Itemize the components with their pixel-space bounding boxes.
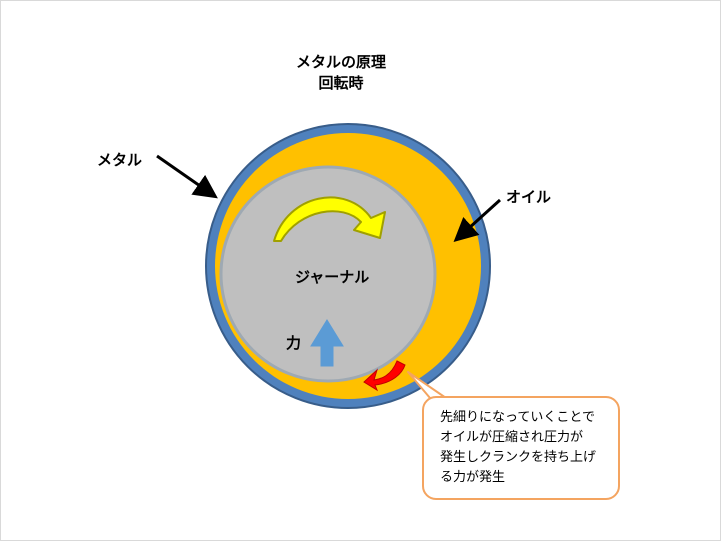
callout-line-1: 先細りになっていくことで xyxy=(440,410,595,425)
explanation-callout: 先細りになっていくことで オイルが圧縮され圧力が 発生しクランクを持ち上げ る力… xyxy=(422,396,620,500)
callout-line-4: る力が発生 xyxy=(440,470,506,485)
force-label: 力 xyxy=(286,334,302,352)
oil-label: オイル xyxy=(506,188,552,206)
title-line-2: 回転時 xyxy=(318,74,364,92)
callout-line-2: オイルが圧縮され圧力が xyxy=(440,430,584,445)
wedge-pressure-arrow-icon xyxy=(363,360,406,392)
rotation-arrow-icon xyxy=(273,196,386,242)
journal-label: ジャーナル xyxy=(295,268,370,286)
oil-pointer-arrow xyxy=(453,198,502,243)
callout-line-3: 発生しクランクを持ち上げ xyxy=(440,450,597,465)
metal-pointer-arrow xyxy=(156,154,218,199)
diagram-title: メタルの原理 回転時 xyxy=(241,52,441,94)
force-arrow-icon xyxy=(310,319,344,367)
title-line-1: メタルの原理 xyxy=(295,53,386,71)
metal-label: メタル xyxy=(97,151,143,169)
